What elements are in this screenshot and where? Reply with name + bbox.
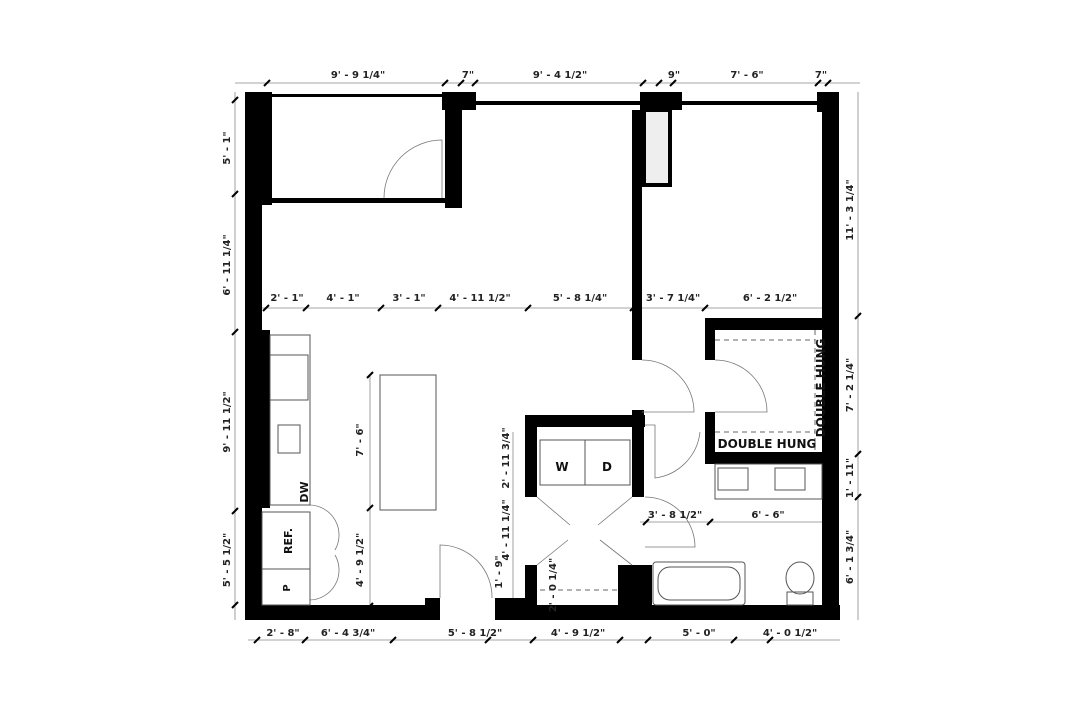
dim-laundry-depth: 2' - 11 3/4" (501, 427, 512, 488)
dryer-label: D (602, 460, 612, 474)
dim-top-6: 7" (815, 70, 827, 81)
dim-closet-depth: 2' - 0 1/4" (548, 558, 559, 612)
doors (309, 139, 768, 601)
dim-mid-3: 3' - 1" (392, 293, 425, 304)
dim-island-clearance: 4' - 9 1/2" (355, 533, 366, 587)
dim-laundry-hall: 4' - 11 1/4" (501, 499, 512, 560)
dim-island-length: 7' - 6" (355, 423, 366, 456)
dim-mid-2: 4' - 1" (326, 293, 359, 304)
column-hatched (642, 108, 672, 187)
dim-right-4: 6' - 1 3/4" (845, 530, 856, 584)
bathtub (652, 561, 746, 606)
vanity-sink-left (717, 467, 749, 491)
double-hung-window-horizontal-label: DOUBLE HUNG (718, 437, 817, 451)
walls (245, 92, 840, 620)
dim-top-1: 9' - 9 1/4" (331, 70, 385, 81)
dim-mid-4: 4' - 11 1/2" (449, 293, 510, 304)
dim-top-5: 7' - 6" (730, 70, 763, 81)
pantry-label: P (282, 584, 293, 591)
dim-bath-2: 6' - 6" (751, 510, 784, 521)
vanity-sink-right (774, 467, 806, 491)
dim-bath-1: 3' - 8 1/2" (648, 510, 702, 521)
refrigerator-label: REF. (282, 528, 295, 554)
dim-top-3: 9' - 4 1/2" (533, 70, 587, 81)
dim-left-4: 5' - 5 1/2" (222, 533, 233, 587)
dim-bottom-6: 4' - 0 1/2" (763, 628, 817, 639)
dim-mid-1: 2' - 1" (270, 293, 303, 304)
toilet (785, 561, 815, 595)
dim-left-3: 9' - 11 1/2" (222, 391, 233, 452)
dim-bottom-3: 5' - 8 1/2" (448, 628, 502, 639)
vanity (714, 463, 823, 500)
dim-top-4: 9" (668, 70, 680, 81)
dim-right-2: 7' - 2 1/4" (845, 358, 856, 412)
dishwasher-label: DW (298, 481, 311, 502)
dim-bottom-1: 2' - 8" (266, 628, 299, 639)
dim-left-2: 6' - 11 1/4" (222, 234, 233, 295)
dryer (584, 439, 631, 486)
kitchen-island (379, 374, 437, 511)
dim-top-2: 7" (462, 70, 474, 81)
double-hung-window-vertical-label: DOUBLE HUNG (814, 339, 828, 438)
range (269, 354, 309, 401)
dim-right-1: 11' - 3 1/4" (845, 179, 856, 240)
sink (277, 424, 301, 454)
washer-label: W (555, 460, 568, 474)
dim-mid-5: 5' - 8 1/4" (553, 293, 607, 304)
dimension-labels: 9' - 9 1/4" 7" 9' - 4 1/2" 9" 7' - 6" 7"… (222, 70, 856, 639)
dim-left-1: 5' - 1" (222, 131, 233, 164)
dim-laundry-offset: 1' - 9" (494, 555, 505, 588)
dim-mid-7: 6' - 2 1/2" (743, 293, 797, 304)
fixture-labels: W D REF. P DW DOUBLE HUNG DOUBLE HUNG (282, 339, 828, 592)
dim-bottom-2: 6' - 4 3/4" (321, 628, 375, 639)
dimension-lines (231, 79, 862, 644)
pantry (261, 568, 311, 606)
dim-bottom-4: 4' - 9 1/2" (551, 628, 605, 639)
dim-bottom-5: 5' - 0" (682, 628, 715, 639)
dim-mid-6: 3' - 7 1/4" (646, 293, 700, 304)
fixtures (261, 330, 823, 606)
dim-right-3: 1' - 11" (845, 458, 856, 498)
